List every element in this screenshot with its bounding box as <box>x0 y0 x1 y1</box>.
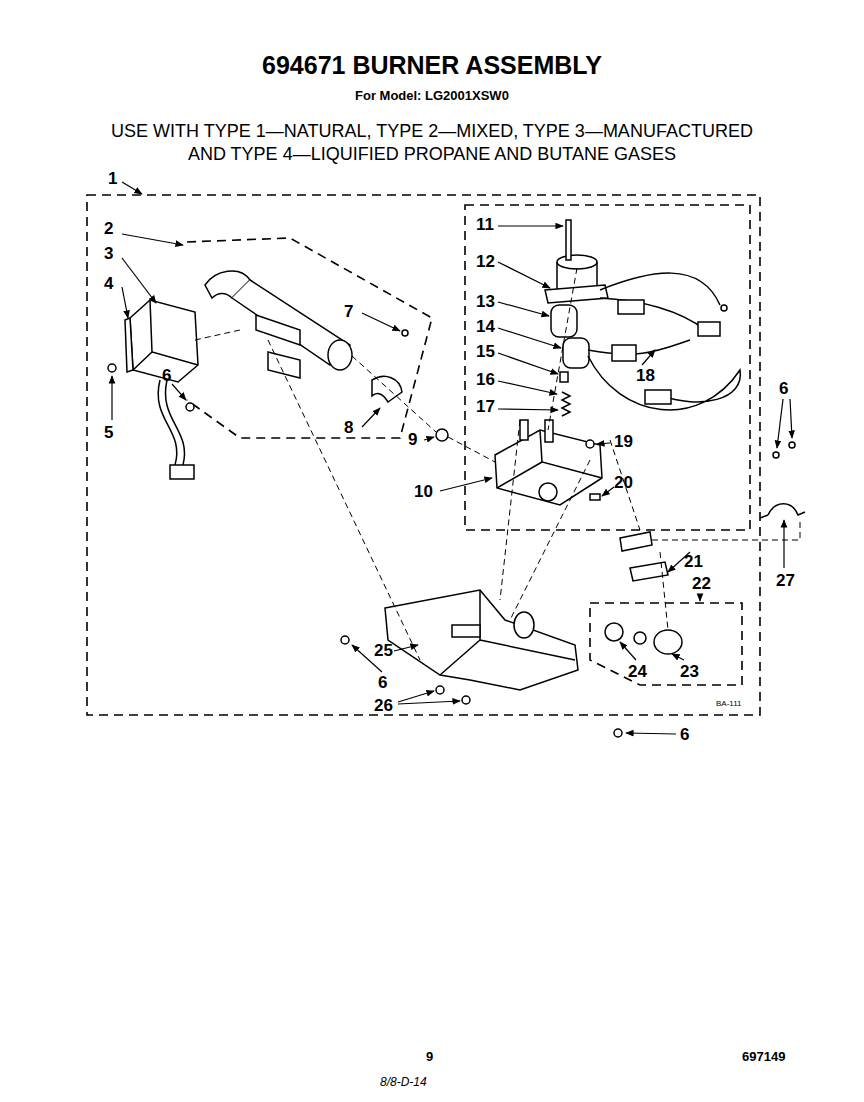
page-number: 9 <box>426 1050 433 1064</box>
callout-number: 27 <box>776 572 795 591</box>
callout-number: 1 <box>108 170 117 189</box>
drawing-code: BA-111 <box>716 700 742 709</box>
callout-number: 6 <box>779 380 788 399</box>
callout-number: 20 <box>614 474 633 493</box>
callout-number: 4 <box>104 275 113 294</box>
callout-number: 13 <box>476 293 495 312</box>
valve-group-outline <box>465 205 750 530</box>
callout-number: 18 <box>636 367 655 386</box>
callout-number: 2 <box>104 220 113 239</box>
callout-number: 16 <box>476 371 495 390</box>
model-label: For Model: LG2001XSW0 <box>355 89 509 103</box>
burner-group-outline <box>187 238 432 438</box>
callout-number: 6 <box>162 367 171 386</box>
callout-number: 23 <box>680 663 699 682</box>
handwritten-note: 8/8-D-14 <box>380 1076 427 1089</box>
callout-number: 12 <box>476 253 495 272</box>
callout-number: 6 <box>680 726 689 745</box>
callout-number: 24 <box>628 663 647 682</box>
assembly-lines <box>195 268 800 660</box>
callout-number: 17 <box>476 398 495 417</box>
callout-number: 26 <box>374 697 393 716</box>
callout-number: 9 <box>408 431 417 450</box>
callout-number: 6 <box>378 674 387 693</box>
diagram-title: 694671 BURNER ASSEMBLY <box>0 52 864 80</box>
leader-lines <box>112 182 792 734</box>
page-number: 697149 <box>742 1050 785 1064</box>
callout-number: 19 <box>614 433 633 452</box>
callout-number: 3 <box>104 245 113 264</box>
callout-number: 5 <box>104 424 113 443</box>
parts <box>108 220 805 737</box>
assembly-outline <box>87 195 760 715</box>
callout-number: 22 <box>692 575 711 594</box>
callout-number: 11 <box>476 216 494 235</box>
callout-number: 25 <box>374 642 393 661</box>
callout-number: 10 <box>414 483 433 502</box>
callout-number: 7 <box>344 303 353 322</box>
callout-number: 15 <box>476 343 495 362</box>
callout-number: 8 <box>344 419 353 438</box>
callout-number: 14 <box>476 318 495 337</box>
callout-number: 21 <box>684 553 703 572</box>
gas-type-note: USE WITH TYPE 1—NATURAL, TYPE 2—MIXED, T… <box>102 120 762 165</box>
